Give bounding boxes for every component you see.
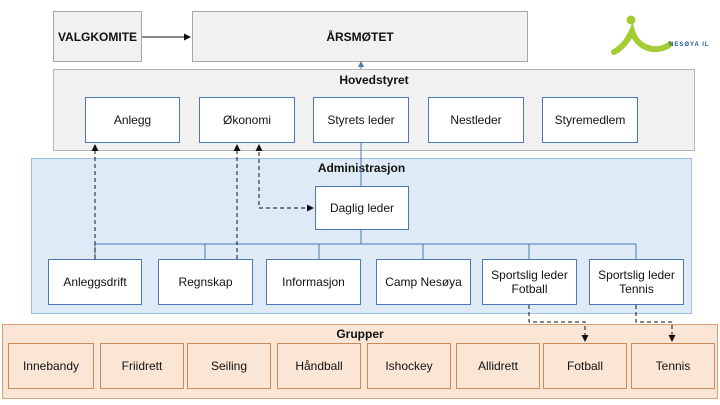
- group-seiling: Seiling: [187, 343, 271, 389]
- sportslig-fotball-to-fotball-dashed: [528, 305, 589, 342]
- group-fotball-label: Fotball: [566, 359, 604, 373]
- group-innebandy: Innebandy: [8, 343, 94, 389]
- daglig-leder-label: Daglig leder: [329, 201, 395, 215]
- anleggsdrift-label: Anleggsdrift: [63, 275, 127, 289]
- anleggsdrift-box: Anleggsdrift: [48, 259, 142, 305]
- sportslig-tennis-to-tennis-dashed: [635, 305, 676, 342]
- nesoya-logo-icon: [611, 15, 673, 55]
- styre-anlegg-box: Anlegg: [85, 97, 180, 143]
- styremedlem-label: Styremedlem: [554, 113, 626, 127]
- valgkomite-label: VALGKOMITE: [57, 29, 138, 44]
- regnskap-box: Regnskap: [158, 259, 253, 305]
- group-ishockey-label: Ishockey: [385, 359, 433, 373]
- regnskap-label: Regnskap: [178, 275, 233, 289]
- group-handball: Håndball: [277, 343, 361, 389]
- styre-okonomi-label: Økonomi: [222, 113, 272, 127]
- informasjon-box: Informasjon: [266, 259, 361, 305]
- group-allidrett: Allidrett: [456, 343, 540, 389]
- group-friidrett-label: Friidrett: [121, 359, 163, 373]
- group-allidrett-label: Allidrett: [477, 359, 518, 373]
- grupper-title: Grupper: [336, 327, 384, 341]
- logo-text: NESØYA IL: [669, 42, 710, 48]
- group-tennis: Tennis: [631, 343, 715, 389]
- group-innebandy-label: Innebandy: [22, 359, 80, 373]
- group-ishockey: Ishockey: [367, 343, 451, 389]
- nestleder-box: Nestleder: [428, 97, 524, 143]
- okonomi-to-daglig-leder-dashed: [258, 145, 314, 212]
- styre-okonomi-box: Økonomi: [199, 97, 295, 143]
- arsmotet-label: ÅRSMØTET: [326, 29, 394, 44]
- styrets-leder-box: Styrets leder: [313, 97, 409, 143]
- valgkomite-box: VALGKOMITE: [53, 11, 142, 62]
- group-seiling-label: Seiling: [210, 359, 248, 373]
- hovedstyret-title: Hovedstyret: [339, 73, 409, 87]
- sportslig-leder-fotball-label: Sportslig leder Fotball: [491, 268, 568, 296]
- sportslig-leder-tennis-box: Sportslig leder Tennis: [589, 259, 684, 305]
- camp-nesoya-label: Camp Nesøya: [385, 275, 462, 289]
- group-fotball: Fotball: [543, 343, 627, 389]
- styrets-leder-label: Styrets leder: [327, 113, 395, 127]
- group-friidrett: Friidrett: [100, 343, 184, 389]
- sportslig-leder-fotball-box: Sportslig leder Fotball: [482, 259, 577, 305]
- group-handball-label: Håndball: [295, 359, 343, 373]
- group-tennis-label: Tennis: [655, 359, 691, 373]
- informasjon-label: Informasjon: [282, 275, 345, 289]
- camp-nesoya-box: Camp Nesøya: [376, 259, 471, 305]
- styre-anlegg-label: Anlegg: [113, 113, 152, 127]
- styremedlem-box: Styremedlem: [542, 97, 638, 143]
- sportslig-leder-tennis-label: Sportslig leder Tennis: [598, 268, 675, 296]
- nestleder-label: Nestleder: [450, 113, 502, 127]
- daglig-leder-box: Daglig leder: [315, 186, 409, 230]
